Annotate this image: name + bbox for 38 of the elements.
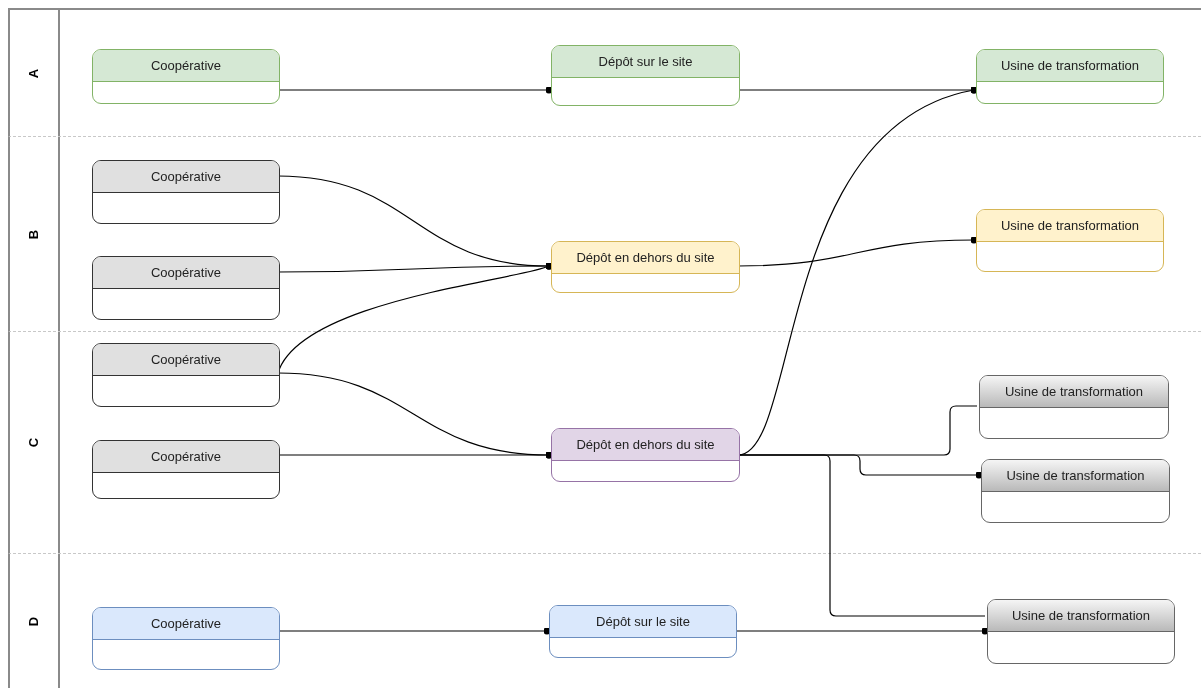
box-title: Usine de transformation	[1001, 58, 1139, 73]
process-box	[92, 256, 280, 320]
process-box	[551, 428, 740, 482]
swimlane	[8, 8, 1201, 136]
process-box	[549, 605, 737, 658]
box-title: Coopérative	[150, 265, 222, 280]
process-box	[92, 160, 280, 224]
lane-title: C	[26, 437, 42, 448]
process-box	[92, 343, 280, 407]
box-title: Dépôt sur le site	[598, 54, 693, 69]
box-title: Coopérative	[150, 169, 222, 184]
lane-title: A	[26, 68, 42, 78]
process-box	[551, 45, 740, 106]
box-title: Coopérative	[150, 58, 222, 73]
box-title: Dépôt sur le site	[596, 614, 690, 629]
process-box	[92, 440, 280, 499]
process-box	[92, 607, 280, 670]
box-title: Usine de transformation	[1001, 218, 1139, 233]
swimlane	[8, 136, 1201, 331]
process-box	[976, 209, 1164, 272]
swimlane	[8, 553, 1201, 688]
swimlane	[8, 331, 1201, 553]
box-title: Usine de transformation	[1005, 384, 1143, 399]
box-title: Usine de transformation	[1006, 468, 1145, 483]
process-box	[979, 375, 1169, 439]
process-box	[551, 241, 740, 293]
process-box	[976, 49, 1164, 104]
box-title: Coopérative	[150, 352, 222, 367]
process-box	[92, 49, 280, 104]
box-title: Coopérative	[150, 449, 222, 464]
box-title: Usine de transformation	[1012, 608, 1150, 623]
process-box	[981, 459, 1170, 523]
process-box	[987, 599, 1175, 664]
lane-title: B	[26, 229, 42, 239]
box-title: Dépôt en dehors du site	[576, 250, 715, 265]
box-title: Coopérative	[150, 616, 222, 631]
box-title: Dépôt en dehors du site	[576, 437, 715, 452]
lane-title: D	[26, 616, 42, 626]
